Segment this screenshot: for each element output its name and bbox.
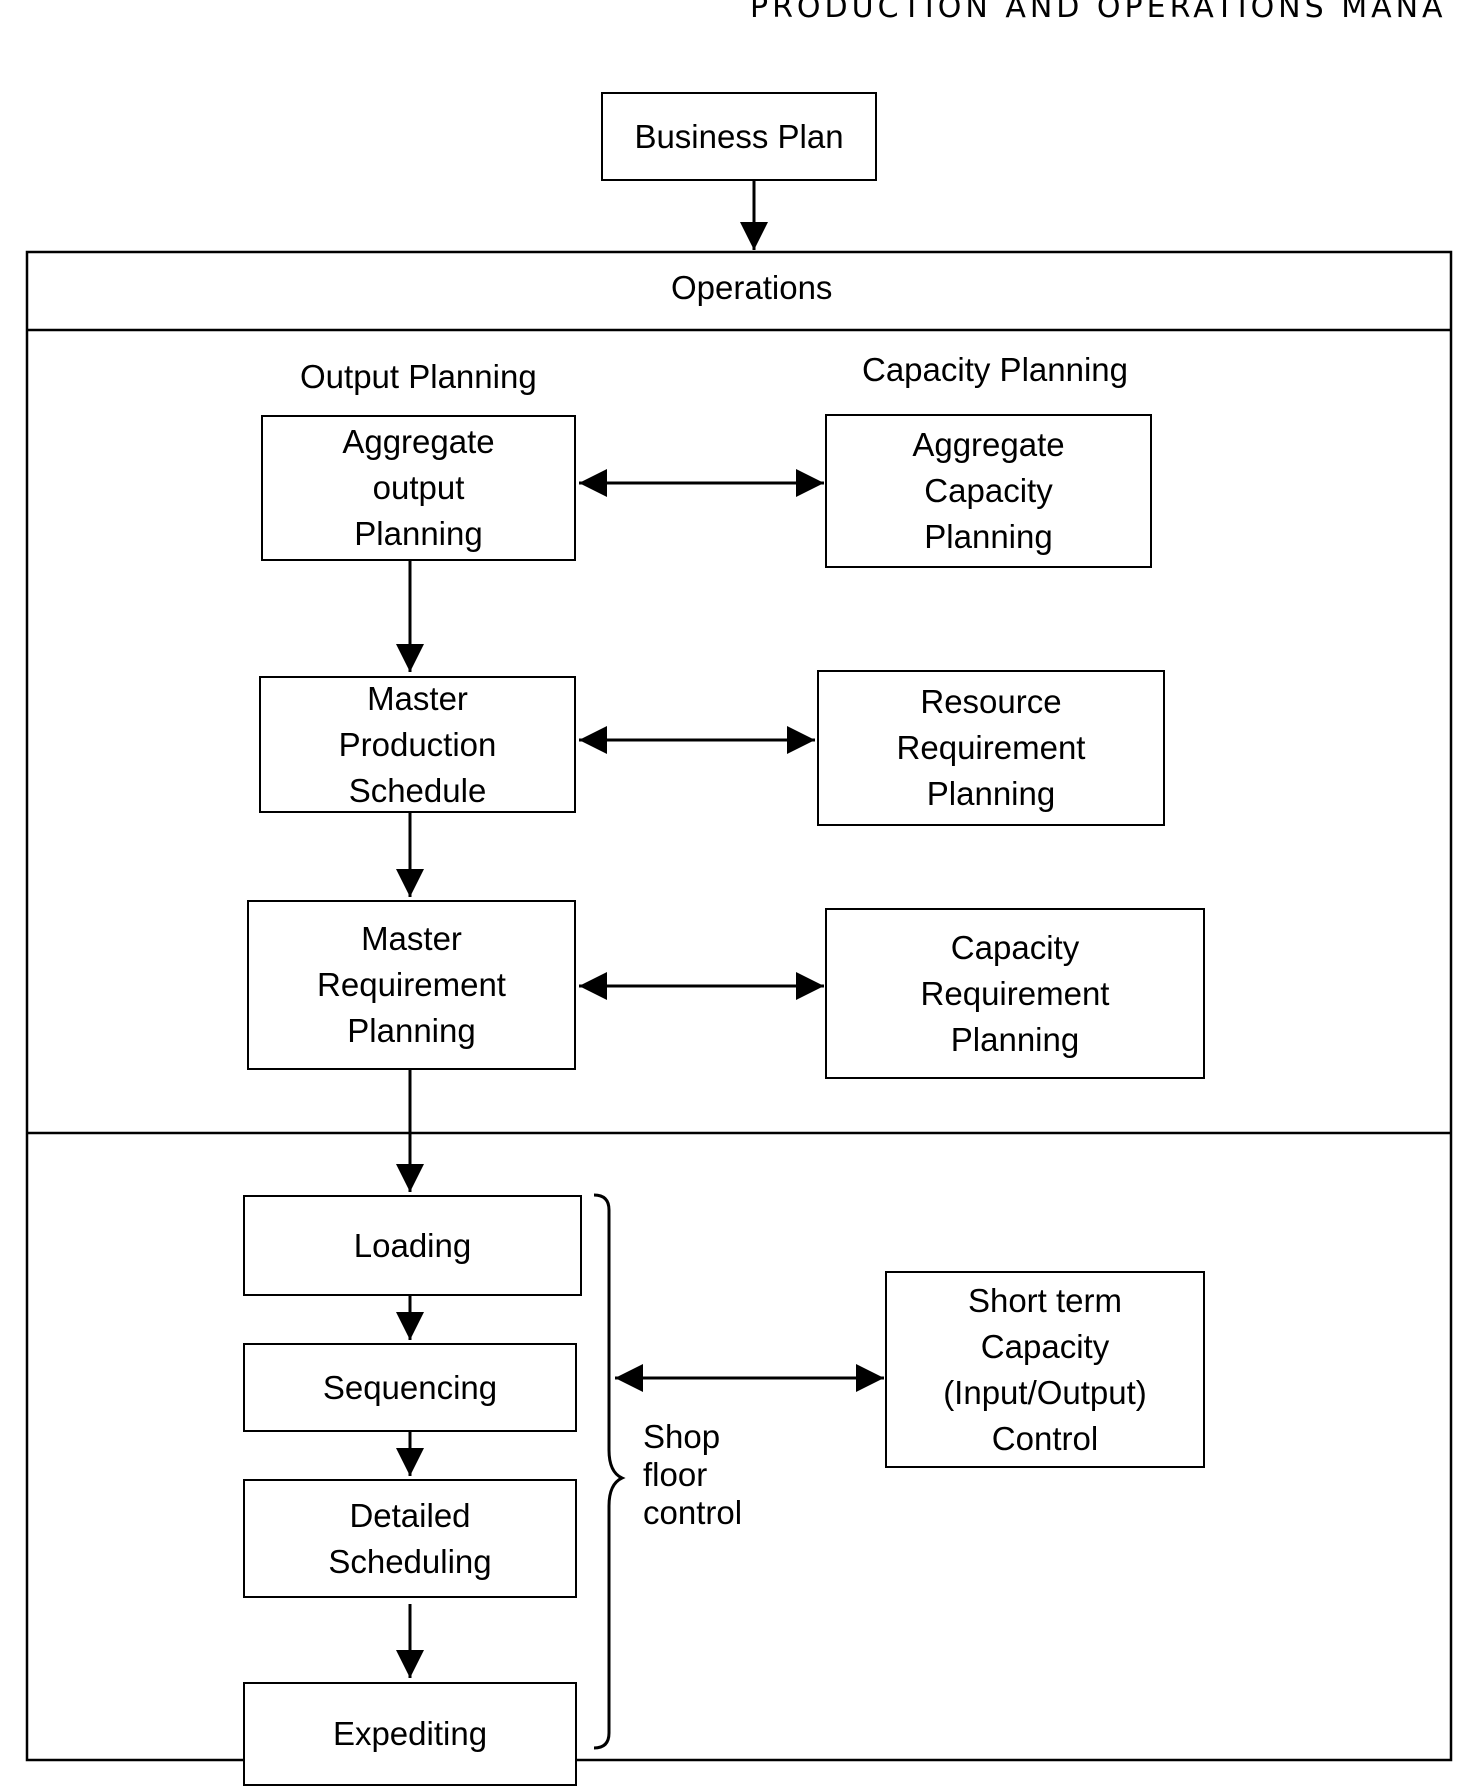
resource-line-3: Planning — [926, 775, 1056, 812]
crp-line-1: Capacity — [950, 928, 1080, 966]
business-plan-box: Business Plan — [601, 92, 877, 181]
resource-line-1: Resource — [920, 683, 1062, 720]
shop-floor-brace — [593, 1193, 626, 1750]
shop-floor-line-2: floor — [643, 1456, 708, 1493]
aggregate-output-planning-box: Aggregate output Planning — [261, 415, 576, 561]
shop-floor-control-label: Shop floor control — [643, 1418, 742, 1532]
shop-floor-line-1: Shop — [643, 1418, 721, 1455]
capacity-requirement-planning-box: Capacity Requirement Planning — [825, 908, 1205, 1079]
mps-line-2: Production — [338, 725, 497, 763]
resource-line-2: Requirement — [896, 729, 1086, 766]
crp-line-2: Requirement — [920, 974, 1110, 1012]
expediting-label: Expediting — [332, 1715, 488, 1752]
aggregate-capacity-line-3: Planning — [924, 518, 1053, 555]
mrp-line-2: Requirement — [317, 966, 506, 1003]
capacity-planning-heading: Capacity Planning — [862, 351, 1128, 388]
operations-frame — [25, 250, 1453, 1762]
shop-floor-line-3: control — [643, 1494, 743, 1531]
detailed-scheduling-line-2: Scheduling — [328, 1542, 492, 1580]
detailed-scheduling-box: Detailed Scheduling — [243, 1479, 577, 1598]
master-requirement-planning-box: Master Requirement Planning — [247, 900, 576, 1070]
output-planning-heading: Output Planning — [300, 358, 537, 395]
aggregate-capacity-line-1: Aggregate — [912, 426, 1065, 463]
mrp-line-1: Master — [361, 920, 462, 957]
loading-label: Loading — [353, 1226, 472, 1264]
detailed-scheduling-line-1: Detailed — [349, 1496, 471, 1534]
short-term-line-1: Short term — [967, 1281, 1123, 1319]
mps-line-3: Schedule — [348, 771, 487, 809]
short-term-line-4: Control — [991, 1419, 1099, 1457]
master-production-schedule-box: Master Production Schedule — [259, 676, 576, 813]
expediting-box: Expediting — [243, 1682, 577, 1786]
aggregate-output-line-2: output — [372, 469, 465, 506]
aggregate-capacity-planning-box: Aggregate Capacity Planning — [825, 414, 1152, 568]
business-plan-label: Business Plan — [634, 117, 844, 155]
page-running-header: PRODUCTION AND OPERATIONS MANA — [750, 0, 1447, 25]
short-term-line-2: Capacity — [980, 1327, 1110, 1365]
aggregate-output-line-1: Aggregate — [342, 423, 495, 460]
short-term-line-3: (Input/Output) — [943, 1373, 1147, 1411]
sequencing-box: Sequencing — [243, 1343, 577, 1432]
aggregate-output-line-3: Planning — [354, 515, 483, 552]
short-term-capacity-box: Short term Capacity (Input/Output) Contr… — [885, 1271, 1205, 1468]
sequencing-label: Sequencing — [322, 1368, 498, 1406]
loading-box: Loading — [243, 1195, 582, 1296]
crp-line-3: Planning — [950, 1020, 1080, 1058]
aggregate-capacity-line-2: Capacity — [924, 472, 1053, 509]
mps-line-1: Master — [367, 679, 468, 717]
mrp-line-3: Planning — [347, 1012, 476, 1049]
resource-requirement-planning-box: Resource Requirement Planning — [817, 670, 1165, 826]
operations-title: Operations — [671, 269, 833, 306]
